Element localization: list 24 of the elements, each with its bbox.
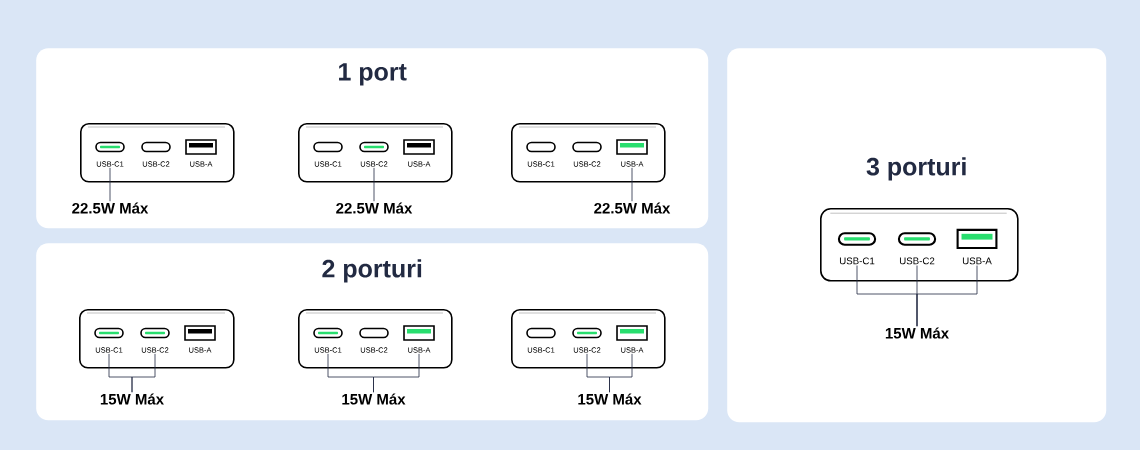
leader-line <box>916 265 978 327</box>
power-label: 15W Máx <box>578 393 642 405</box>
power-bank-drawing <box>511 309 666 369</box>
power-bank-drawing <box>79 309 235 369</box>
port-label: USB-C2 <box>900 257 935 265</box>
power-bank-drawing <box>298 309 453 369</box>
leader-line <box>609 353 633 393</box>
leader-line <box>373 167 375 202</box>
power-bank-drawing <box>820 208 1019 282</box>
leader-line <box>373 353 420 393</box>
leader-line <box>631 167 633 202</box>
power-label: 22.5W Máx <box>72 202 149 214</box>
power-label: 15W Máx <box>342 393 406 405</box>
power-bank-drawing <box>80 123 235 183</box>
power-bank-drawing <box>298 123 453 183</box>
leader-line <box>131 353 156 393</box>
port-label: USB-C1 <box>840 257 875 265</box>
power-bank-drawing <box>511 123 666 183</box>
power-label: 15W Máx <box>100 393 164 405</box>
power-label: 22.5W Máx <box>594 202 671 214</box>
port-label: USB-A <box>962 257 992 265</box>
power-label: 22.5W Máx <box>336 202 413 214</box>
leader-line <box>109 167 111 202</box>
power-label: 15W Máx <box>885 327 949 339</box>
